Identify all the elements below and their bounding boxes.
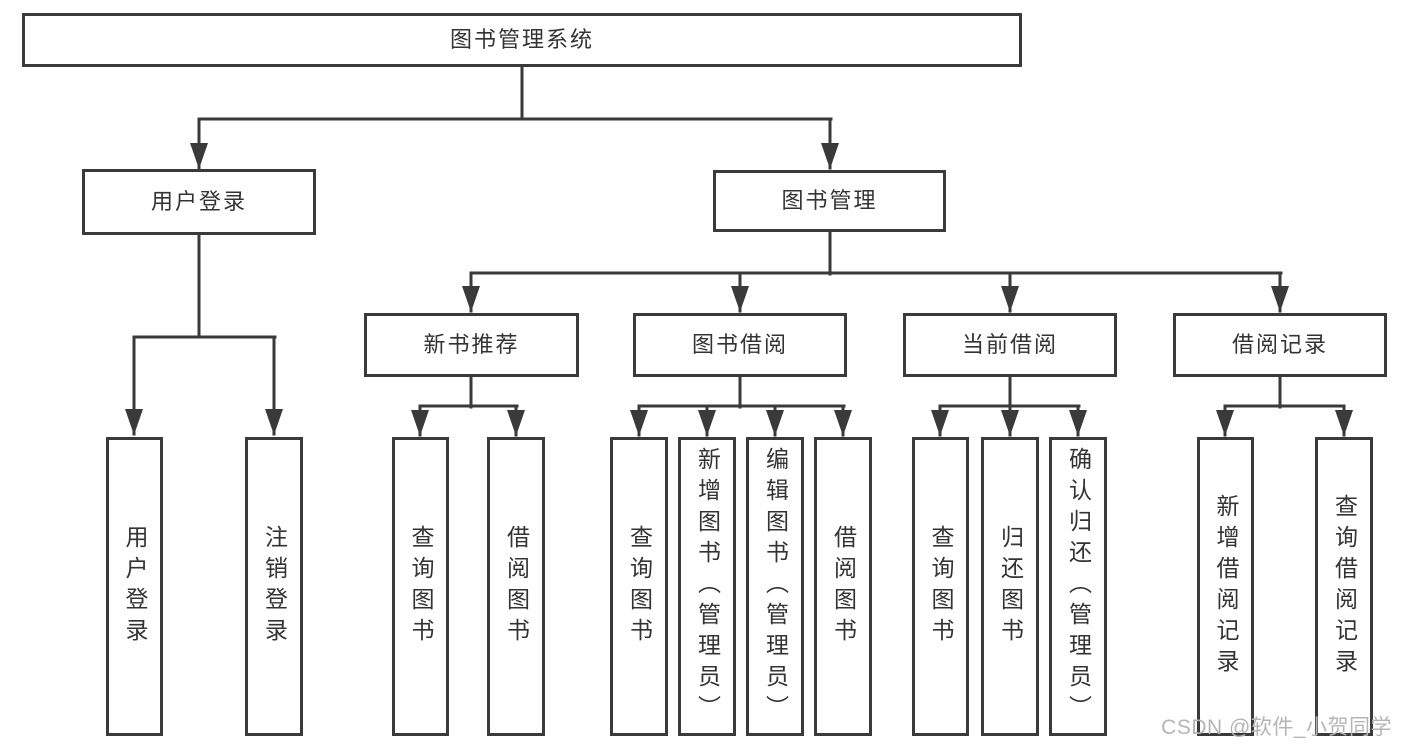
leaf-label: 用户登录 [122, 524, 148, 649]
leaf-user-login: 用户登录 [106, 437, 163, 736]
leaf-label: 查询图书 [408, 524, 434, 649]
leaf-label: 归还图书 [997, 524, 1024, 649]
leaf-return-books: 归还图书 [981, 437, 1039, 736]
leaf-label: 新增图书（管理员） [694, 447, 721, 726]
connector-borrow-record-branch [1216, 375, 1353, 437]
leaf-query-books-current: 查询图书 [912, 437, 969, 736]
node-new-book-recommendation: 新书推荐 [364, 313, 579, 377]
leaf-label: 编辑图书（管理员） [762, 447, 789, 726]
leaf-label: 借阅图书 [503, 524, 530, 649]
node-book-management: 图书管理 [713, 170, 946, 232]
node-label: 借阅记录 [1231, 332, 1328, 357]
leaf-label: 借阅图书 [830, 524, 857, 649]
leaf-query-books-borrowing: 查询图书 [610, 437, 668, 736]
node-label: 图书借阅 [691, 332, 788, 357]
leaf-add-borrow-record: 新增借阅记录 [1197, 437, 1254, 736]
node-label: 当前借阅 [961, 332, 1058, 357]
node-label: 图书管理系统 [449, 27, 594, 52]
connector-book-borrow-branch [630, 375, 852, 437]
leaf-label: 查询图书 [928, 524, 954, 649]
connector-new-book-branch [411, 375, 525, 437]
node-borrowing-records: 借阅记录 [1173, 313, 1387, 377]
leaf-query-borrow-record: 查询借阅记录 [1315, 437, 1373, 736]
leaf-query-books-recommend: 查询图书 [392, 437, 449, 736]
leaf-logout: 注销登录 [245, 437, 303, 736]
node-current-borrowing: 当前借阅 [903, 313, 1117, 377]
node-label: 新书推荐 [423, 332, 520, 357]
leaf-add-books-admin: 新增图书（管理员） [678, 437, 736, 736]
leaf-label: 查询借阅记录 [1331, 493, 1358, 680]
connector-user-login-branch [125, 233, 283, 436]
leaf-label: 新增借阅记录 [1213, 493, 1239, 680]
node-library-management-system: 图书管理系统 [22, 13, 1022, 67]
node-user-login: 用户登录 [82, 169, 316, 235]
leaf-borrow-books-recommend: 借阅图书 [487, 437, 545, 736]
leaf-confirm-return-admin: 确认归还（管理员） [1049, 437, 1107, 736]
node-label: 用户登录 [150, 189, 247, 214]
node-label: 图书管理 [781, 188, 878, 213]
leaf-label: 查询图书 [626, 524, 653, 649]
watermark: CSDN @软件_小贺同学 [1161, 716, 1392, 739]
leaf-label: 确认归还（管理员） [1065, 447, 1092, 726]
leaf-edit-books-admin: 编辑图书（管理员） [746, 437, 804, 736]
connector-current-borrow-branch [931, 375, 1087, 437]
connector-book-management-branch [462, 230, 1289, 313]
leaf-borrow-books-borrowing: 借阅图书 [814, 437, 872, 736]
connector-root-branch [190, 65, 839, 170]
node-book-borrowing: 图书借阅 [633, 313, 847, 377]
leaf-label: 注销登录 [261, 524, 288, 649]
